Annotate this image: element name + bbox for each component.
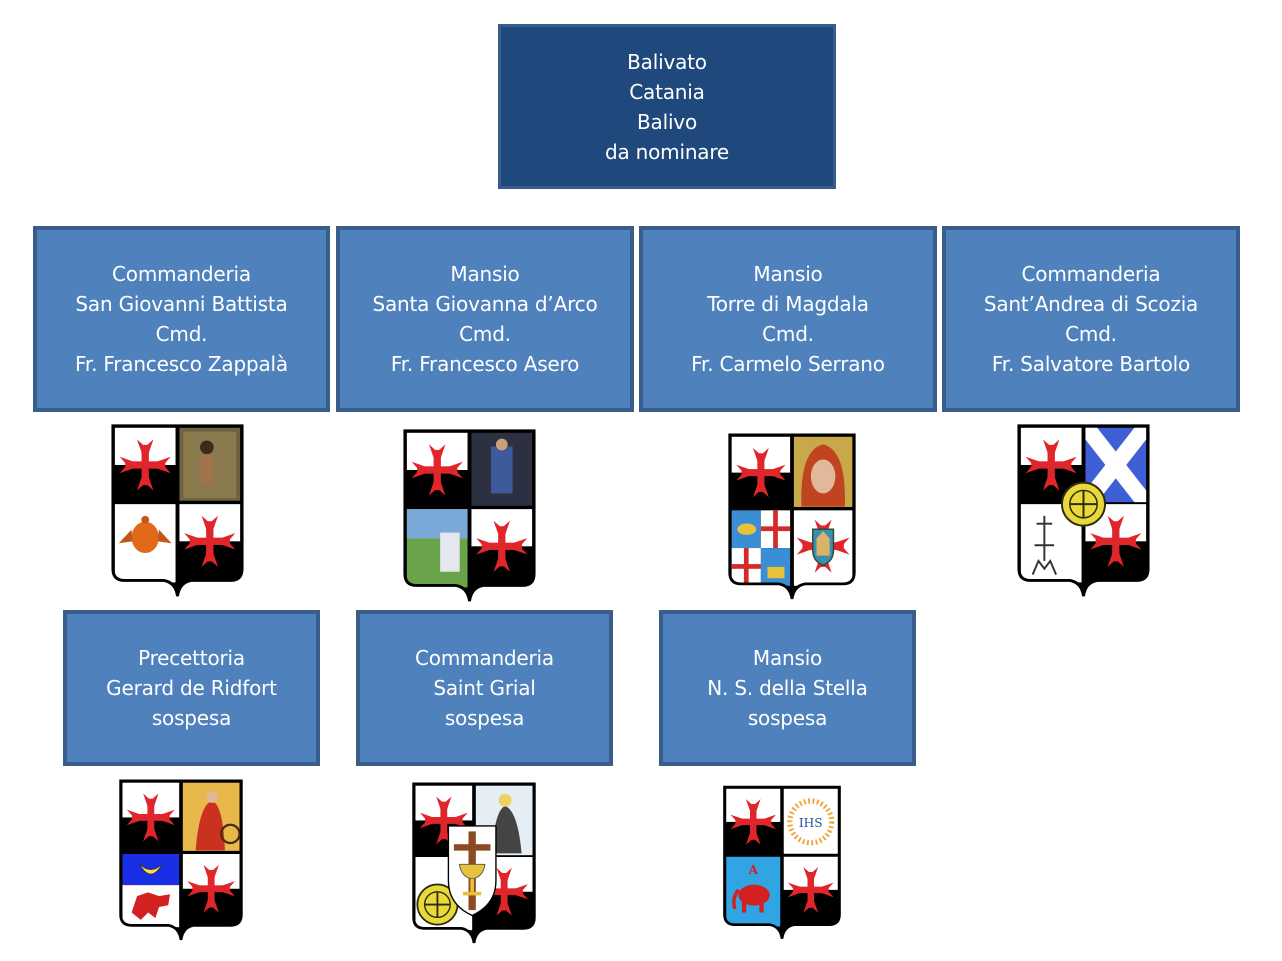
crescent-and-lion-icon (131, 862, 171, 920)
unit-role: Cmd. (155, 322, 208, 346)
shield-svg (403, 429, 536, 602)
unit-role: Cmd. (459, 322, 511, 346)
unit-name: Saint Grial (433, 676, 536, 700)
unit-box-san-giovanni-battista: Commanderia San Giovanni Battista Cmd. F… (33, 226, 330, 412)
coat-of-arms-ns-della-stella: IHS A (721, 782, 843, 942)
unit-box-saint-grial: Commanderia Saint Grial sospesa (356, 610, 613, 766)
eagle-icon (118, 515, 172, 554)
root-line-3: Balivo (637, 109, 697, 134)
shield-svg (412, 782, 536, 944)
coat-of-arms-gerard-de-ridfort (117, 777, 245, 942)
unit-name: Sant’Andrea di Scozia (983, 292, 1199, 316)
unit-holder: Fr. Salvatore Bartolo (991, 352, 1191, 376)
svg-text:IHS: IHS (799, 816, 823, 830)
svg-text:A: A (748, 863, 759, 877)
unit-box-santandrea-di-scozia: Commanderia Sant’Andrea di Scozia Cmd. F… (942, 226, 1240, 412)
unit-type: Mansio (752, 646, 823, 670)
unit-type: Mansio (450, 262, 520, 286)
unit-box-gerard-de-ridfort: Precettoria Gerard de Ridfort sospesa (63, 610, 320, 766)
unit-holder: Fr. Francesco Zappalà (75, 352, 288, 376)
shield-svg (111, 424, 244, 597)
shield-svg (1017, 424, 1150, 597)
balivato-root-box: Balivato Catania Balivo da nominare (498, 24, 836, 189)
unit-box-santa-giovanna-darco: Mansio Santa Giovanna d’Arco Cmd. Fr. Fr… (336, 226, 634, 412)
unit-box-ns-della-stella: Mansio N. S. della Stella sospesa (659, 610, 916, 766)
shield-svg: IHS A (723, 785, 841, 939)
coat-of-arms-san-giovanni-battista (109, 421, 246, 599)
cross-with-shield-icon (796, 519, 850, 573)
elephant-icon: A (732, 863, 770, 913)
unit-name: Santa Giovanna d’Arco (372, 292, 598, 316)
unit-type: Commanderia (1021, 262, 1161, 286)
root-line-1: Balivato (627, 49, 707, 74)
unit-status: sospesa (151, 706, 232, 730)
root-line-2: Catania (629, 79, 705, 104)
unit-type: Mansio (753, 262, 823, 286)
shield-svg (119, 779, 243, 941)
unit-type: Precettoria (138, 646, 245, 670)
unit-status: sospesa (747, 706, 828, 730)
unit-role: Cmd. (1065, 322, 1117, 346)
unit-type: Commanderia (112, 262, 251, 286)
unit-name: Torre di Magdala (707, 292, 869, 316)
unit-role: Cmd. (762, 322, 814, 346)
shield-svg (728, 433, 856, 600)
unit-box-torre-di-magdala: Mansio Torre di Magdala Cmd. Fr. Carmelo… (639, 226, 937, 412)
coat-of-arms-santa-giovanna-darco (401, 424, 538, 606)
benedictine-medal-icon (1060, 481, 1107, 527)
coat-of-arms-saint-grial (410, 780, 538, 945)
coat-of-arms-santandrea-di-scozia (1015, 421, 1152, 599)
unit-name: N. S. della Stella (707, 676, 868, 700)
unit-type: Commanderia (415, 646, 554, 670)
unit-name: San Giovanni Battista (75, 292, 288, 316)
unit-holder: Fr. Francesco Asero (390, 352, 580, 376)
ihs-sunburst-icon: IHS (787, 798, 835, 846)
unit-name: Gerard de Ridfort (106, 676, 277, 700)
grail-cross-icon (447, 825, 497, 917)
cross-on-mountain-icon (1031, 515, 1057, 575)
unit-holder: Fr. Carmelo Serrano (691, 352, 885, 376)
root-line-4: da nominare (604, 139, 730, 164)
unit-status: sospesa (444, 706, 525, 730)
coat-of-arms-torre-di-magdala (726, 427, 858, 605)
